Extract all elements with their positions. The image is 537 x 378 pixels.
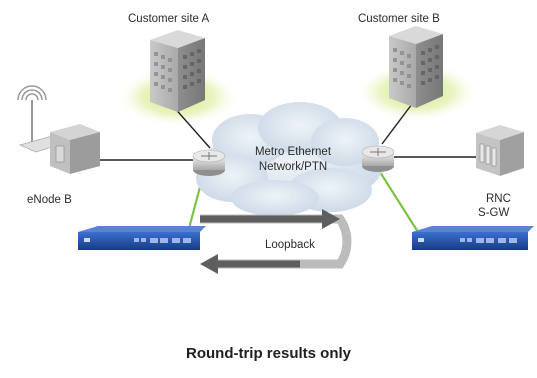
- loopback-arrow: [200, 209, 352, 274]
- test-device-left-icon: [78, 226, 206, 250]
- arrow-right-icon: [322, 209, 340, 229]
- customer-site-b-label: Customer site B: [358, 13, 440, 25]
- loopback-label: Loopback: [265, 239, 315, 251]
- diagram-caption: Round-trip results only: [186, 345, 351, 362]
- links: [100, 103, 478, 233]
- metro-label-line1: Metro Ethernet: [254, 146, 332, 158]
- green-link-right: [379, 171, 419, 233]
- arrow-left-icon: [200, 254, 218, 274]
- customer-site-b-building-icon: [389, 26, 443, 108]
- link-site-b-router-b: [381, 103, 413, 145]
- link-site-a-router-a: [171, 104, 211, 149]
- rnc-sgw-icon: [476, 125, 524, 176]
- metro-label-line2: Network/PTN: [258, 161, 328, 173]
- router-a-icon: [192, 149, 226, 176]
- customer-site-a-building-icon: [150, 30, 205, 112]
- customer-site-a-label: Customer site A: [128, 13, 210, 25]
- sgw-label: S-GW: [478, 207, 510, 219]
- rnc-label: RNC: [486, 193, 511, 205]
- router-b-icon: [361, 145, 395, 172]
- test-device-right-icon: [412, 226, 534, 250]
- enode-b-label: eNode B: [27, 194, 72, 206]
- enode-b-icon: [17, 85, 100, 174]
